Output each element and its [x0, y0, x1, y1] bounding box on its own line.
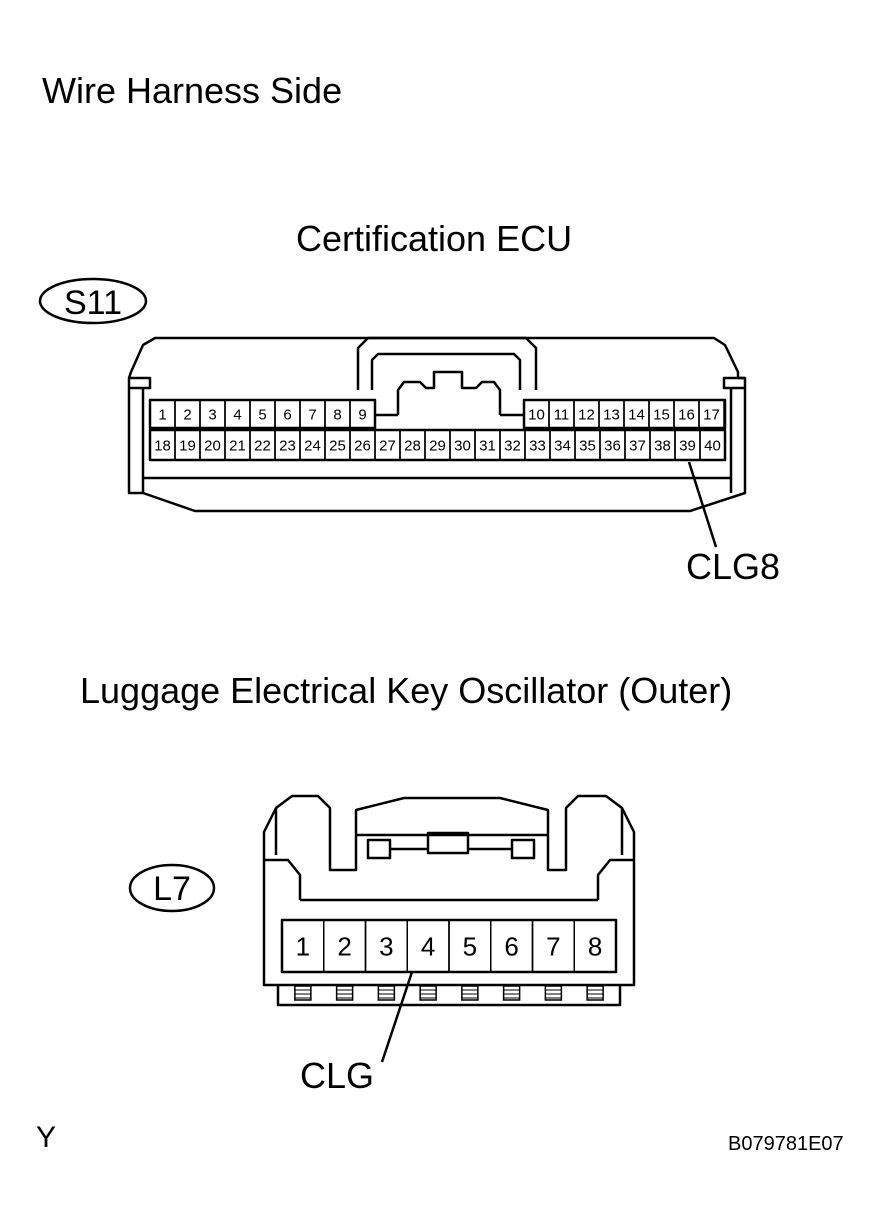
- ecu-pin-3-label: 3: [208, 406, 216, 423]
- ecu-pin-30-label: 30: [454, 437, 471, 454]
- ecu-connector: [38, 277, 747, 513]
- oscillator-connector: [128, 794, 636, 1007]
- ecu-pin-11-label: 11: [554, 406, 570, 423]
- oscillator-pin-6-label: 6: [504, 931, 518, 961]
- oscillator-side-guides: [264, 858, 634, 900]
- ecu-pin-31-label: 31: [479, 437, 496, 454]
- ecu-pin-34-label: 34: [554, 437, 571, 454]
- ecu-pin-36-label: 36: [604, 437, 621, 454]
- ecu-pin-28-label: 28: [404, 437, 421, 454]
- oscillator-tooth: [377, 985, 396, 1001]
- ecu-pin-2-label: 2: [183, 406, 191, 423]
- oscillator-connector-title: Luggage Electrical Key Oscillator (Outer…: [80, 670, 733, 711]
- l7-code-oval: [128, 863, 216, 913]
- oscillator-tooth: [502, 985, 521, 1001]
- ecu-pin-8-label: 8: [333, 406, 341, 423]
- ecu-pin-22-label: 22: [254, 437, 271, 454]
- ecu-pin-32-label: 32: [504, 437, 521, 454]
- ecu-pin-15-label: 15: [653, 406, 670, 423]
- ecu-pin-9-label: 9: [358, 406, 366, 423]
- clg-leader-line: [380, 971, 414, 1063]
- ecu-pin-19-label: 19: [179, 437, 196, 454]
- ecu-pin-40-label: 40: [704, 437, 721, 454]
- ecu-pin-16-label: 16: [678, 406, 695, 423]
- oscillator-bottom-teeth: [294, 985, 604, 1001]
- oscillator-tooth: [544, 985, 563, 1001]
- s11-code: S11: [64, 284, 122, 322]
- ecu-latch-inner: [370, 352, 522, 390]
- oscillator-pin-8-label: 8: [588, 931, 602, 961]
- ecu-pin-14-label: 14: [628, 406, 645, 423]
- ecu-pin-17-cell: [698, 399, 725, 429]
- ecu-pin-6-label: 6: [283, 406, 291, 423]
- ecu-pin-24-label: 24: [304, 437, 321, 454]
- oscillator-pin-4-label: 4: [421, 931, 435, 961]
- ecu-pin-40-cell: [699, 429, 726, 461]
- oscillator-latch-right: [510, 838, 536, 860]
- ecu-pin-21-label: 21: [229, 437, 246, 454]
- clg8-leader-line: [687, 461, 718, 548]
- ecu-pin-33-label: 33: [529, 437, 546, 454]
- oscillator-tooth: [294, 985, 312, 1001]
- ecu-pin-9-cell: [349, 399, 376, 429]
- corner-letter: Y: [36, 1121, 57, 1154]
- figure-code: B079781E07: [728, 1133, 844, 1155]
- ecu-pin-17-label: 17: [703, 406, 720, 423]
- ecu-right-step: [722, 376, 745, 390]
- ecu-housing: [127, 336, 747, 513]
- oscillator-latch-left: [366, 838, 392, 860]
- clg-callout-label: CLG: [300, 1055, 375, 1096]
- oscillator-tooth: [461, 985, 479, 1001]
- ecu-pin-1-label: 1: [158, 406, 166, 423]
- ecu-pin-13-label: 13: [603, 406, 620, 423]
- oscillator-pin-8-cell: [573, 919, 617, 973]
- ecu-connector-title: Certification ECU: [296, 218, 573, 259]
- ecu-latch-key: [396, 370, 502, 415]
- ecu-pin-38-label: 38: [654, 437, 671, 454]
- diagram-heading: Wire Harness Side: [42, 70, 343, 111]
- oscillator-latch-center: [426, 831, 470, 855]
- ecu-pin-5-label: 5: [258, 406, 266, 423]
- ecu-lower-edges: [141, 478, 733, 493]
- ecu-pin-4-label: 4: [233, 406, 241, 423]
- oscillator-pin-5-label: 5: [463, 931, 477, 961]
- ecu-pin-39-label: 39: [679, 437, 696, 454]
- oscillator-tooth: [586, 985, 604, 1001]
- clg8-callout-label: CLG8: [686, 546, 781, 587]
- oscillator-tooth: [335, 985, 354, 1001]
- ecu-pin-37-label: 37: [629, 437, 646, 454]
- oscillator-pin-1-label: 1: [296, 931, 310, 961]
- l7-code: L7: [153, 870, 191, 908]
- ecu-left-step: [129, 376, 152, 390]
- ecu-pin-23-label: 23: [279, 437, 296, 454]
- ecu-pin-29-label: 29: [429, 437, 446, 454]
- ecu-pin-20-label: 20: [204, 437, 221, 454]
- oscillator-pin-2-label: 2: [337, 931, 351, 961]
- oscillator-housing: [262, 794, 636, 987]
- oscillator-side-ribs: [274, 808, 624, 855]
- ecu-pin-7-label: 7: [308, 406, 316, 423]
- ecu-latch-outer: [356, 336, 538, 390]
- ecu-pin-35-label: 35: [579, 437, 596, 454]
- ecu-pin-25-label: 25: [329, 437, 346, 454]
- s11-code-oval: [38, 277, 148, 325]
- oscillator-pin-3-label: 3: [379, 931, 393, 961]
- ecu-pin-12-label: 12: [578, 406, 595, 423]
- oscillator-pin-7-label: 7: [546, 931, 560, 961]
- ecu-pin-26-label: 26: [354, 437, 371, 454]
- oscillator-tooth: [419, 985, 437, 1001]
- oscillator-bottom-rail: [276, 985, 622, 1007]
- ecu-inner-face: [141, 388, 733, 480]
- ecu-pin-27-label: 27: [379, 437, 396, 454]
- ecu-pin-18-label: 18: [154, 437, 171, 454]
- ecu-pin-10-label: 10: [528, 406, 545, 423]
